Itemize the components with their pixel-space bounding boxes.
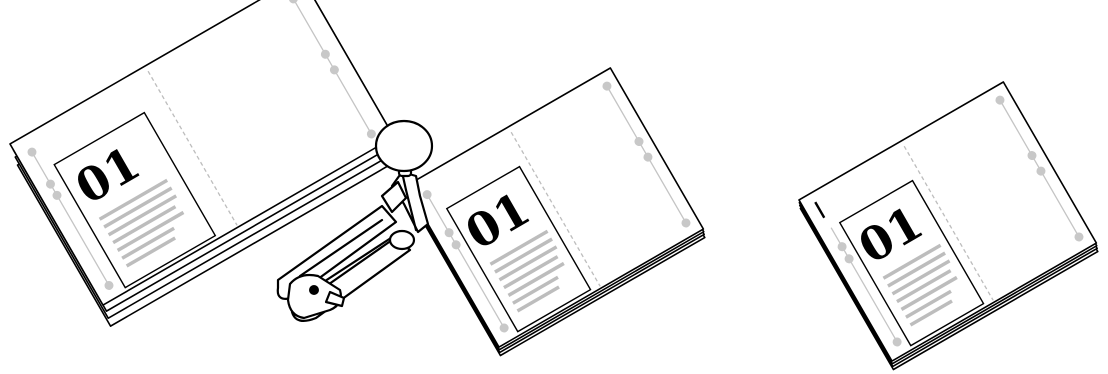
booklet-stapled: 01: [796, 82, 1100, 370]
pivot: [309, 285, 319, 295]
booklet-being-stapled: 01: [403, 68, 707, 356]
